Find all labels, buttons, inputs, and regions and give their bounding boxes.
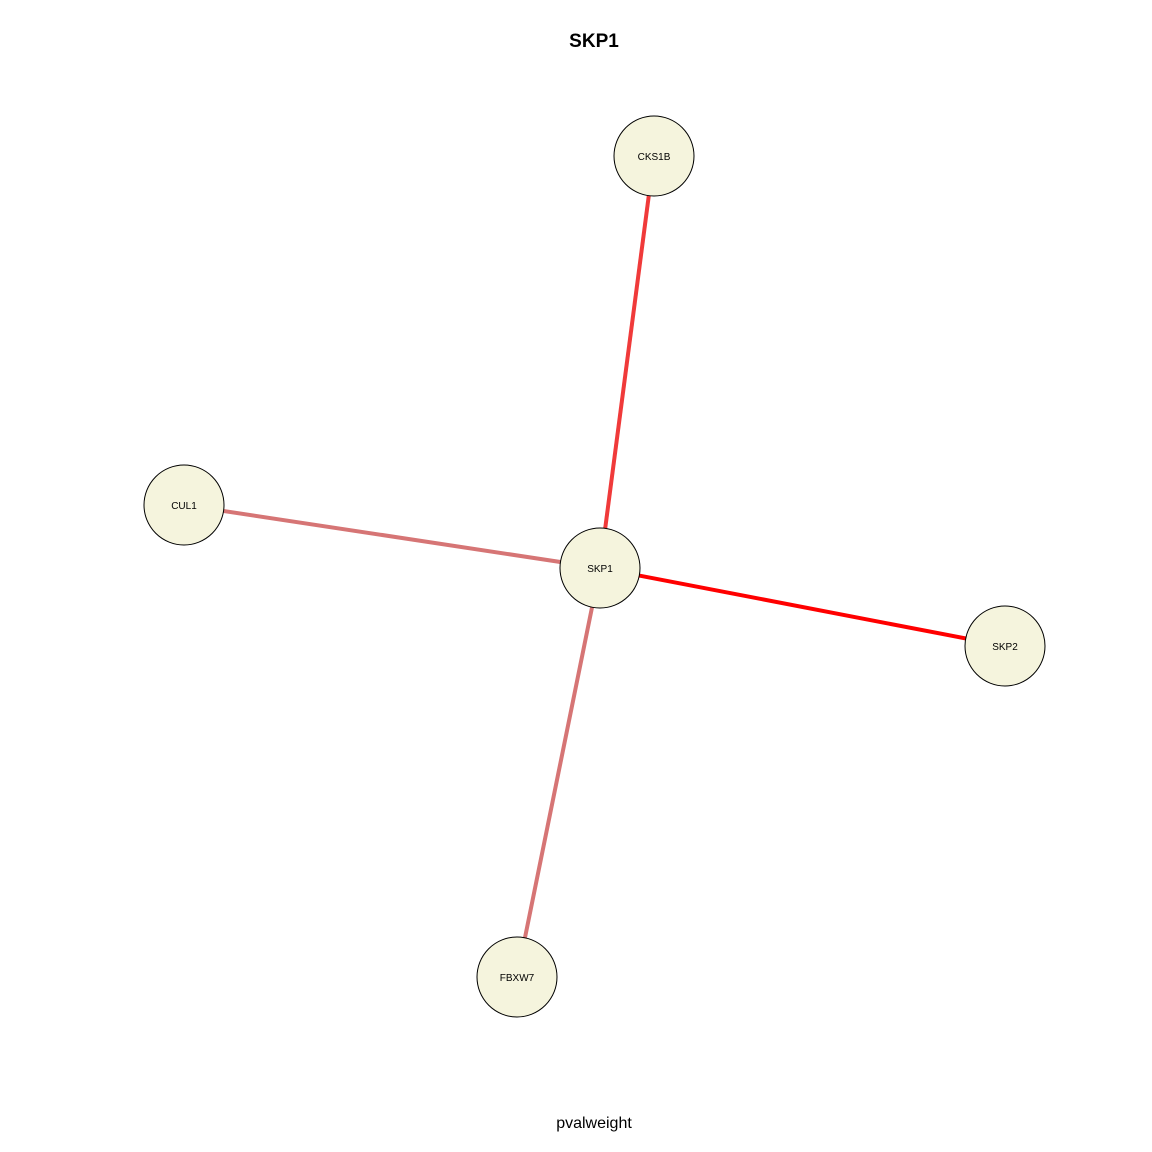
node-label: CUL1 [171,501,197,512]
node-circle [476,936,558,1018]
node-label: FBXW7 [500,973,535,984]
node-circle [559,527,641,609]
node-cks1b: CKS1B [613,115,695,197]
edges-layer [183,155,1006,978]
graph-caption: pvalweight [556,1115,632,1132]
node-circle [613,115,695,197]
node-cul1: CUL1 [143,464,225,546]
graph-title: SKP1 [569,31,619,52]
node-fbxw7: FBXW7 [476,936,558,1018]
node-label: CKS1B [638,152,671,163]
node-circle [964,605,1046,687]
node-label: SKP2 [992,642,1018,653]
edge-skp1-fbxw7 [515,567,602,978]
node-skp1: SKP1 [559,527,641,609]
node-circle [143,464,225,546]
node-skp2: SKP2 [964,605,1046,687]
edge-skp1-cks1b [598,155,656,569]
edge-skp1-skp2 [599,566,1006,648]
node-label: SKP1 [587,564,613,575]
edge-skp1-cul1 [183,503,601,570]
